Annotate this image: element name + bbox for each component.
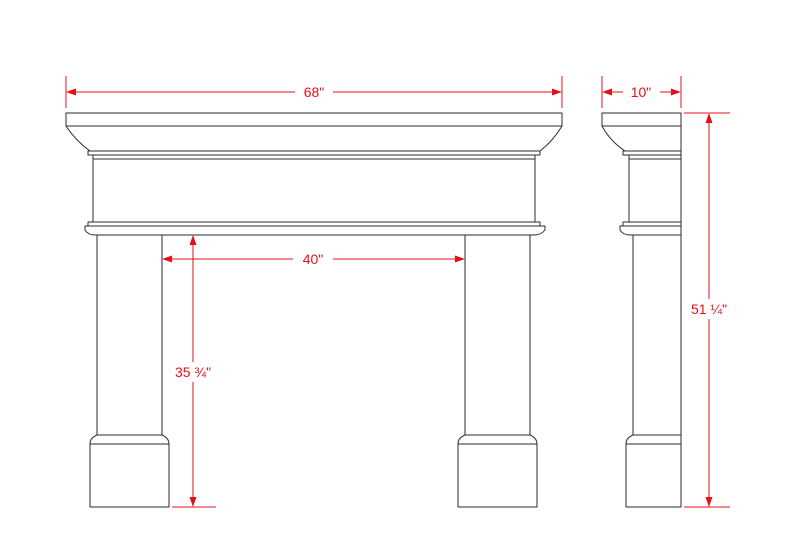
front-left-plinth [89, 443, 170, 508]
front-cornice [87, 221, 541, 227]
side-shelf-molding-2 [628, 154, 682, 160]
side-cornice-cap [619, 225, 682, 236]
side-shelf [601, 112, 682, 152]
front-frieze [92, 158, 536, 223]
side-pilaster [632, 234, 682, 436]
front-shelf-molding-2 [92, 154, 536, 160]
side-frieze [628, 158, 682, 223]
overall-height-label: 51 ¼" [691, 301, 727, 317]
front-right-plinth-cap [457, 434, 538, 445]
front-cornice-cap [84, 225, 546, 236]
side-plinth [625, 443, 682, 508]
dimension-overall-width: 68" [65, 76, 563, 108]
opening-height-label: 35 ¾" [175, 364, 211, 380]
front-shelf-molding-1 [87, 150, 541, 156]
front-right-plinth [457, 443, 538, 508]
dimension-opening-height: 35 ¾" [166, 235, 220, 508]
overall-width-label: 68" [304, 84, 325, 100]
depth-label: 10" [631, 84, 652, 100]
opening-width-label: 40" [303, 251, 324, 267]
dimension-overall-height: 51 ¼" [684, 112, 734, 508]
side-view [601, 112, 682, 508]
side-cornice [622, 221, 682, 227]
side-plinth-cap [625, 434, 682, 445]
dimension-depth: 10" [601, 76, 682, 108]
side-shelf-molding-1 [622, 150, 682, 156]
dimension-opening-width: 40" [162, 249, 465, 269]
front-right-pilaster [464, 234, 531, 436]
front-view [65, 112, 563, 508]
front-left-plinth-cap [89, 434, 170, 445]
front-shelf [65, 112, 563, 152]
front-left-pilaster [96, 234, 163, 436]
